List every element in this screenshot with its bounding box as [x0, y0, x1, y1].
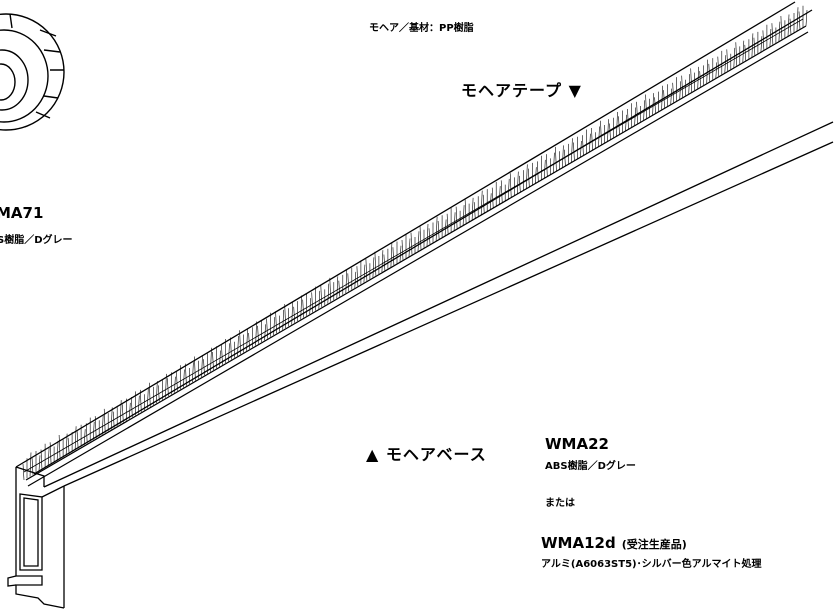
made-to-order-note: (受注生産品) — [621, 538, 687, 551]
mohair-base-rail — [7, 1, 834, 609]
tape-material-note: モヘア／基材：PP樹脂 — [369, 23, 474, 34]
wma22-material: ABS樹脂／Dグレー — [545, 461, 636, 472]
wma12d-heading: WMA12d (受注生産品) — [541, 536, 687, 551]
wma22-product-code: WMA22 — [545, 435, 609, 453]
mohair-tape-label: モヘアテープ ▼ — [461, 81, 582, 100]
wma71-product-code: MA71 — [0, 204, 44, 222]
wma12d-material: アルミ(A6063ST5)･シルバー色アルマイト処理 — [541, 559, 762, 570]
mohair-tape-strip — [22, 5, 809, 487]
mohair-base-label: ▲ モヘアベース — [366, 445, 487, 464]
or-text: または — [545, 498, 575, 509]
end-cap-part-drawing — [0, 13, 65, 131]
wma12d-product-code: WMA12d — [541, 534, 616, 552]
wma71-material: S樹脂／Dグレー — [0, 235, 73, 246]
